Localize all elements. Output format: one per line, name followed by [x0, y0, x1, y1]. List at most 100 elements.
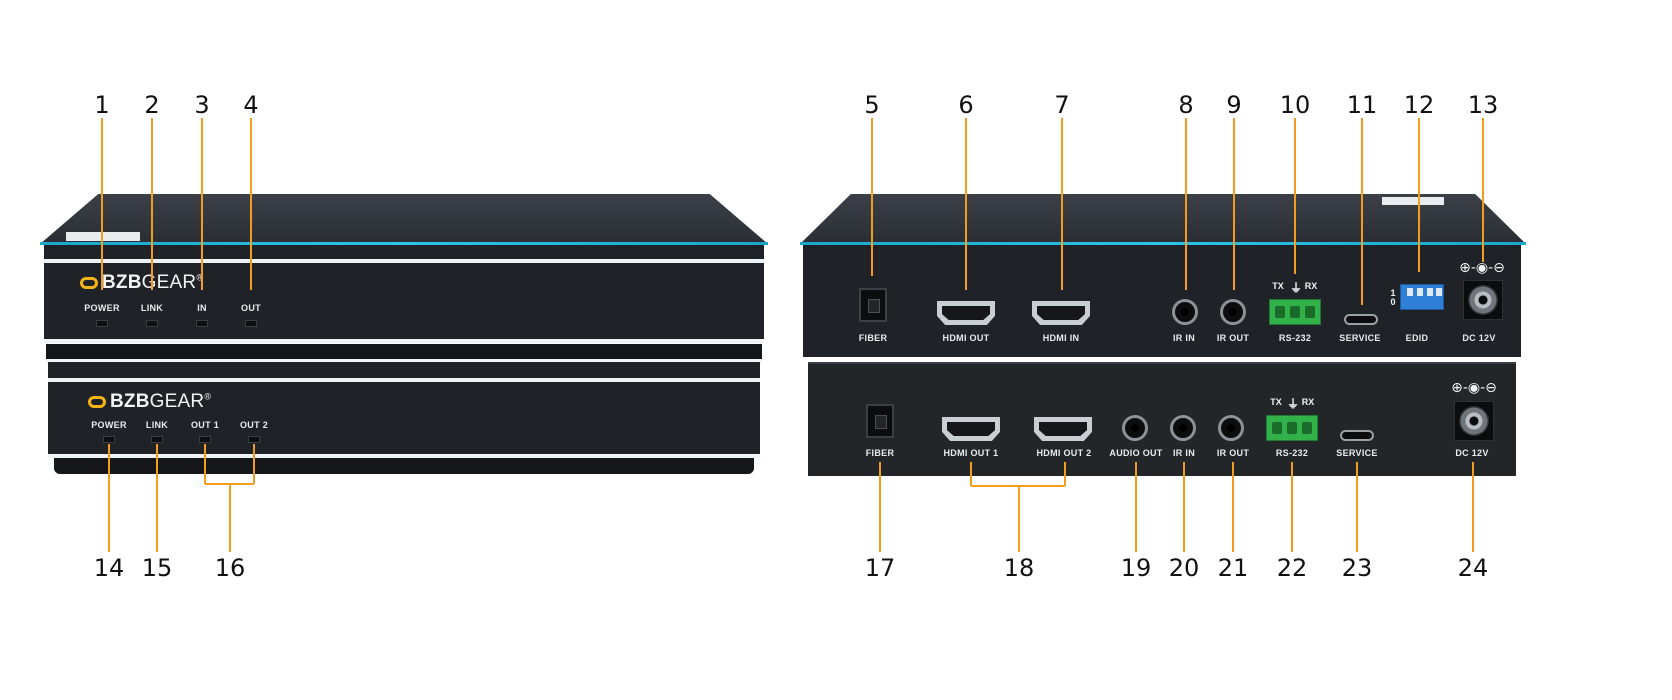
- rx-front-label-power: POWER: [91, 420, 127, 430]
- callout-4: 4: [243, 91, 259, 119]
- rx-rear-label-fiber: FIBER: [865, 448, 895, 458]
- callout-16: 16: [214, 554, 246, 582]
- rx-rear-label-hdmi-out-1: HDMI OUT 1: [943, 448, 999, 458]
- rx-dc-jack: [1454, 401, 1494, 441]
- rx-rear-label-hdmi-out-2: HDMI OUT 2: [1036, 448, 1092, 458]
- tx-front-led-link: [146, 320, 158, 327]
- receiver-logo: BZBGEAR®: [88, 391, 211, 413]
- rx-hdmi-out-1-port: [942, 417, 1000, 441]
- callout-15: 15: [141, 554, 173, 582]
- receiver-stripe-bottom: [48, 454, 760, 458]
- rx-service-usb-c: [1340, 430, 1374, 441]
- callout-7: 7: [1054, 91, 1070, 119]
- tx-hdmi-out-port: [937, 301, 995, 325]
- tx-front-led-power: [96, 320, 108, 327]
- callout-13: 13: [1467, 91, 1499, 119]
- receiver-base: [54, 458, 754, 474]
- leader-line-9: [1233, 118, 1235, 290]
- leader-line-2: [151, 118, 153, 290]
- leader-line-15: [156, 444, 158, 552]
- transmitter-top-edge: [40, 242, 768, 245]
- rx-rear-label-service: SERVICE: [1336, 448, 1378, 458]
- callout-2: 2: [144, 91, 160, 119]
- tx-edid-dip-high: 1: [1390, 288, 1396, 298]
- leader-line-10: [1294, 118, 1296, 274]
- tx-dc-jack: [1463, 280, 1503, 320]
- rx-front-label-link: LINK: [145, 420, 169, 430]
- callout-10: 10: [1279, 91, 1311, 119]
- tx-edid-dip-switch: [1400, 284, 1444, 310]
- leader-line-5: [871, 118, 873, 276]
- tx-service-usb-c: [1344, 314, 1378, 325]
- rx-rs232-terminal: [1266, 415, 1318, 441]
- tx-front-label-in: IN: [197, 303, 207, 313]
- rx-rear-label-ir-in: IR IN: [1172, 448, 1196, 458]
- leader-line-22: [1291, 462, 1293, 552]
- ground-symbol-icon: ⏚: [1286, 397, 1300, 411]
- bzbgear-logo-icon: [88, 396, 106, 408]
- transmitter-stripe-bottom: [44, 339, 764, 343]
- tx-front-label-out: OUT: [241, 303, 261, 313]
- leader-line-18a: [970, 462, 972, 486]
- tx-rs232-tx-label: TX: [1272, 281, 1284, 291]
- tx-rear-label-fiber: FIBER: [858, 333, 888, 343]
- leader-line-21: [1232, 462, 1234, 552]
- tx-hdmi-in-port: [1032, 301, 1090, 325]
- callout-8: 8: [1178, 91, 1194, 119]
- leader-line-1: [101, 118, 103, 290]
- leader-line-14: [108, 444, 110, 552]
- rx-fiber-port: [866, 404, 894, 438]
- callout-22: 22: [1276, 554, 1308, 582]
- leader-line-12: [1418, 118, 1420, 272]
- callout-17: 17: [864, 554, 896, 582]
- transmitter-rear-top-edge: [800, 242, 1526, 245]
- leader-line-23: [1356, 462, 1358, 552]
- stack-gap-plate: [46, 344, 762, 360]
- leader-line-6: [965, 118, 967, 290]
- tx-rear-label-hdmi-out: HDMI OUT: [942, 333, 990, 343]
- leader-line-19: [1135, 462, 1137, 552]
- callout-14: 14: [93, 554, 125, 582]
- callout-3: 3: [194, 91, 210, 119]
- rx-rear-label-ir-out: IR OUT: [1216, 448, 1250, 458]
- ground-symbol-icon: ⏚: [1289, 281, 1303, 295]
- tx-front-led-out: [245, 320, 257, 327]
- tx-rear-label-service: SERVICE: [1339, 333, 1381, 343]
- tx-front-label-power: POWER: [84, 303, 120, 313]
- rx-rear-label-audio-out: AUDIO OUT: [1109, 448, 1163, 458]
- tx-rear-label-rs-232: RS-232: [1278, 333, 1312, 343]
- leader-line-24: [1472, 462, 1474, 552]
- tx-rear-label-ir-in: IR IN: [1172, 333, 1196, 343]
- leader-line-16b: [253, 444, 255, 484]
- rx-rs232-rx-label: RX: [1301, 397, 1315, 407]
- rx-rear-label-rs-232: RS-232: [1275, 448, 1309, 458]
- callout-24: 24: [1457, 554, 1489, 582]
- tx-rear-label-hdmi-in: HDMI IN: [1042, 333, 1080, 343]
- tx-fiber-port: [859, 288, 887, 322]
- receiver-rear-panel: [808, 362, 1516, 476]
- stack-gap-stripe: [46, 359, 762, 363]
- tx-front-led-in: [196, 320, 208, 327]
- resolution-badge: [66, 232, 140, 241]
- leader-line-20: [1183, 462, 1185, 552]
- leader-line-13: [1482, 118, 1484, 262]
- dc-polarity-icon: ⊕-◉-⊖: [1451, 380, 1497, 396]
- rx-hdmi-out-2-port: [1034, 417, 1092, 441]
- bzbgear-logo-icon: [80, 277, 98, 289]
- tx-ir-in-jack: [1172, 299, 1198, 325]
- callout-21: 21: [1217, 554, 1249, 582]
- transmitter-stripe-top: [44, 259, 764, 263]
- rx-ir-out-jack: [1218, 415, 1244, 441]
- rx-front-label-out-1: OUT 1: [190, 420, 220, 430]
- callout-11: 11: [1346, 91, 1378, 119]
- leader-line-18: [1018, 486, 1020, 552]
- callout-6: 6: [958, 91, 974, 119]
- callout-23: 23: [1341, 554, 1373, 582]
- leader-line-16a: [204, 444, 206, 484]
- resolution-badge-rear: [1382, 197, 1444, 205]
- tx-rs232-terminal: [1269, 299, 1321, 325]
- front-view-group: BZBGEAR® BZBGEAR®: [0, 0, 800, 700]
- callout-19: 19: [1120, 554, 1152, 582]
- tx-rear-label-edid: EDID: [1405, 333, 1429, 343]
